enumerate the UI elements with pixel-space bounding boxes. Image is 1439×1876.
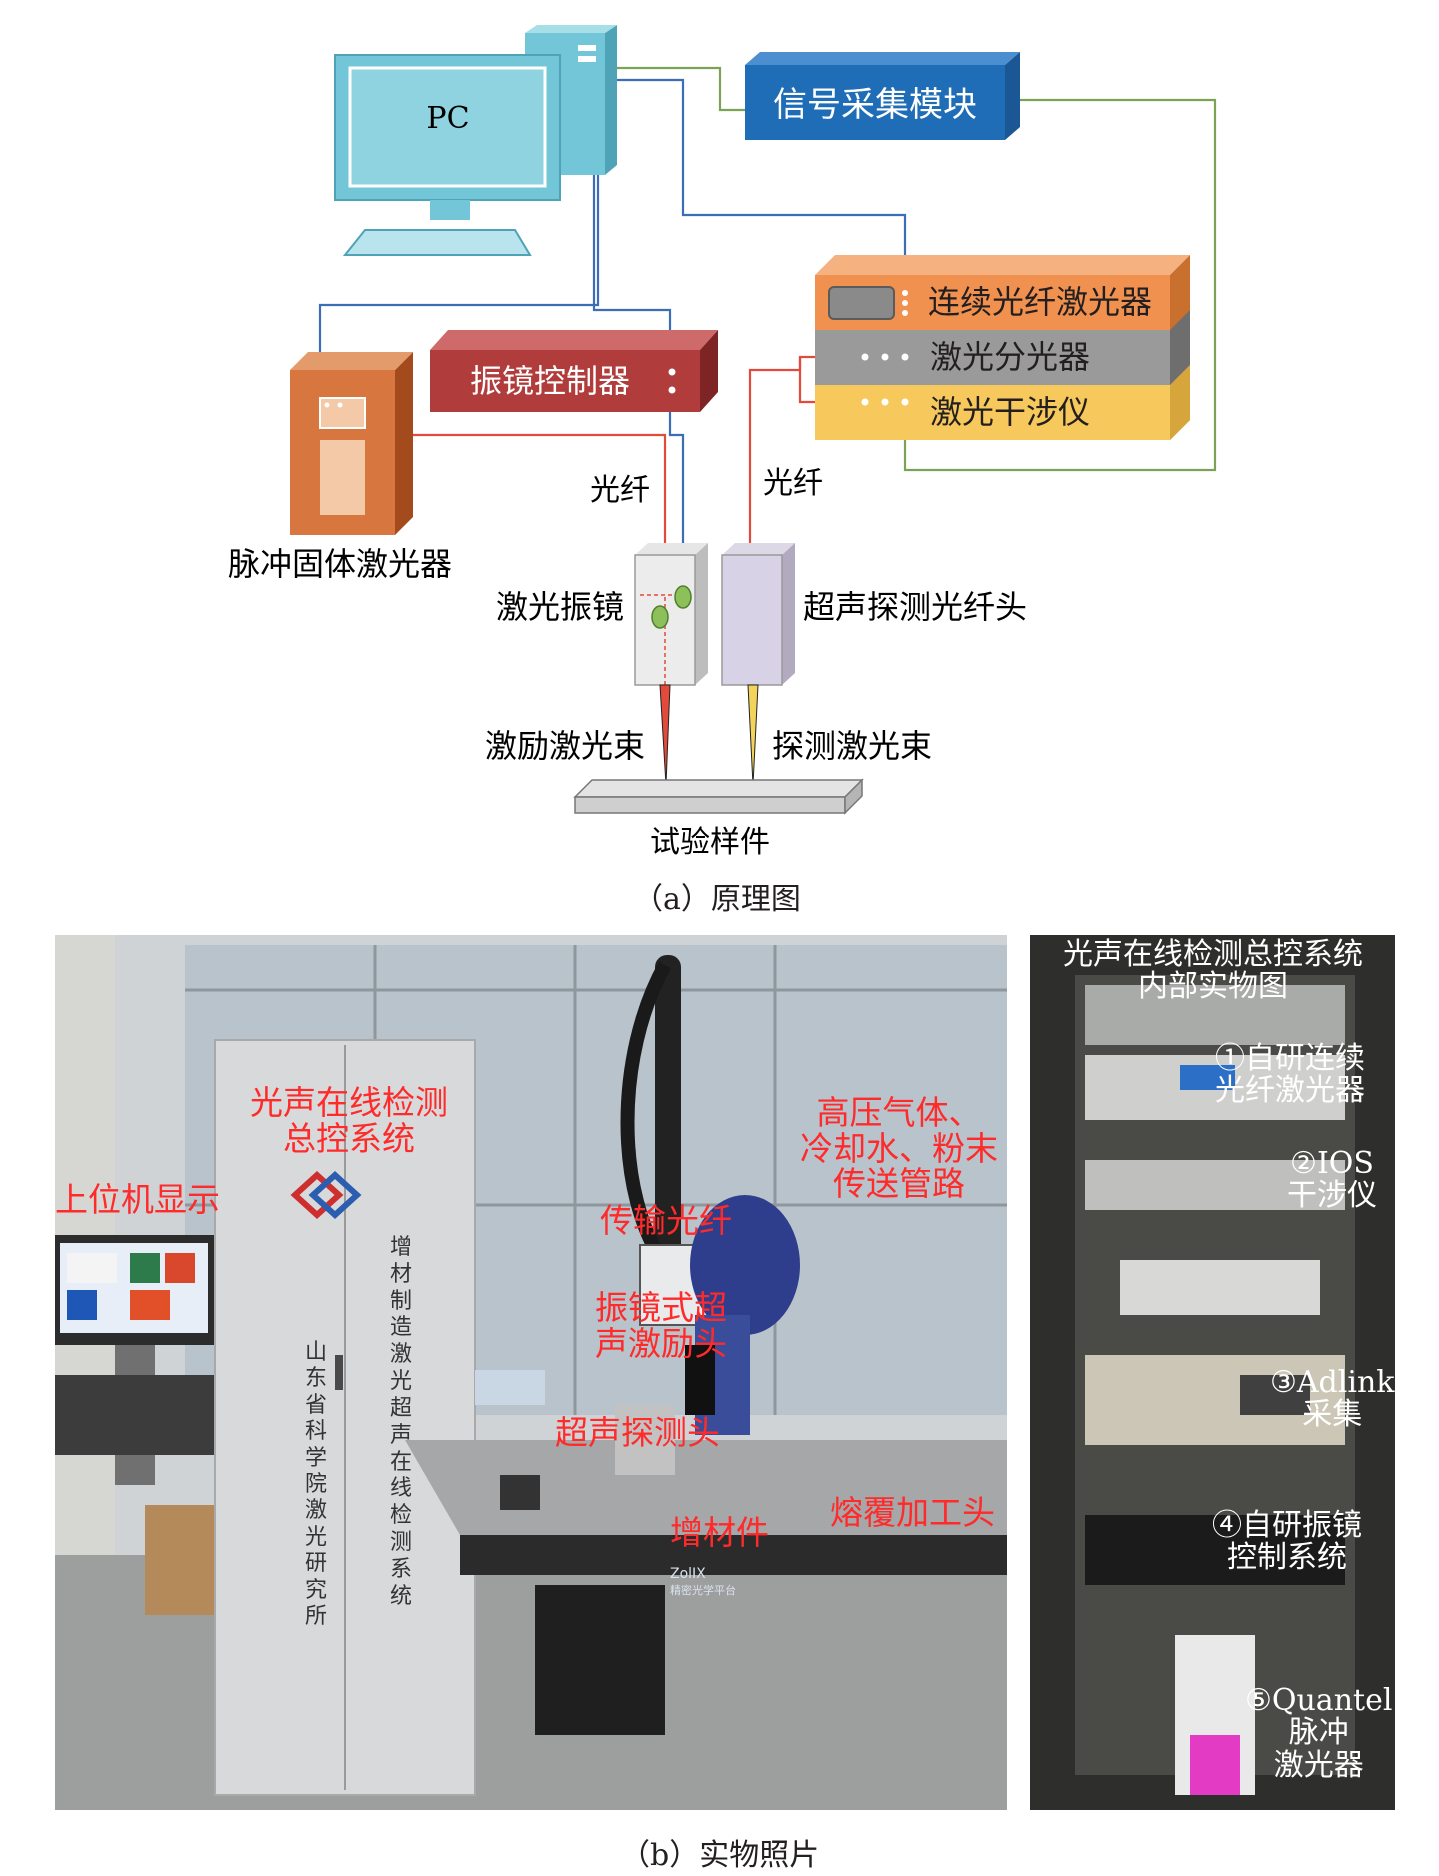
rack-item-2: ②IOS 干涉仪 <box>1287 1146 1377 1214</box>
institute-logo <box>290 1170 362 1220</box>
laser-stack <box>815 255 1190 440</box>
rack-item-3: ③Adlink 采集 <box>1270 1365 1395 1433</box>
signal-module <box>745 52 1020 140</box>
excitation-beam-label: 激励激光束 <box>485 727 645 765</box>
rack-item-4: ④自研振镜 控制系统 <box>1212 1508 1362 1576</box>
pc-label: PC <box>426 101 469 136</box>
cabinet-label: 光声在线检测 总控系统 <box>250 1083 448 1158</box>
platform-text: 精密光学平台 <box>670 1584 736 1597</box>
galvo-excitation-label: 振镜式超 声激励头 <box>595 1288 727 1363</box>
cw-laser-label: 连续光纤激光器 <box>928 283 1152 321</box>
galvo-head-label: 激光振镜 <box>496 588 624 626</box>
caption-a: （a）原理图 <box>633 882 801 917</box>
galvo-head <box>634 543 708 786</box>
pc-computer <box>334 25 617 256</box>
ut-probe-head <box>721 543 795 786</box>
pulse-laser <box>290 352 413 535</box>
signal-module-label: 信号采集模块 <box>773 85 977 125</box>
galvo-controller-label: 振镜控制器 <box>470 362 630 400</box>
wire-pc-cw <box>592 78 907 285</box>
cladding-head-label: 熔覆加工头 <box>830 1493 995 1532</box>
pulse-laser-label: 脉冲固体激光器 <box>228 545 452 583</box>
rack-photo: 光声在线检测总控系统 内部实物图 ①自研连续 光纤激光器 ②IOS 干涉仪 ③A… <box>1030 935 1395 1810</box>
specimen-label: 试验样件 <box>650 825 770 860</box>
wire-signal-interf <box>903 98 1217 472</box>
wire-controller-galvo <box>668 395 685 545</box>
cabinet-vertical-left: 山东省科学院激光研究所 <box>305 1340 328 1629</box>
splitter-label: 激光分光器 <box>930 338 1090 376</box>
pipes-label: 高压气体、 冷却水、粉末 传送管路 <box>800 1093 998 1204</box>
fiber-label-left: 光纤 <box>590 473 650 508</box>
cabinet-vertical-right: 增材制造激光超声在线检测系统 <box>390 1235 413 1609</box>
transfer-fiber-label: 传输光纤 <box>600 1201 732 1240</box>
host-display-label: 上位机显示 <box>55 1180 220 1219</box>
lab-photo: 光声在线检测 总控系统 上位机显示 山东省科学院激光研究所 增材制造激光超声在线… <box>55 935 1007 1810</box>
ut-probe-label: 超声探测光纤头 <box>803 588 1027 626</box>
rack-item-5: ⑤Quantel 脉冲 激光器 <box>1245 1683 1393 1783</box>
fiber-label-right: 光纤 <box>763 466 823 501</box>
rack-title: 光声在线检测总控系统 内部实物图 <box>1063 937 1363 1005</box>
platform-brand: ZolIX <box>670 1566 706 1582</box>
specimen-plate <box>573 778 864 815</box>
rack-item-1: ①自研连续 光纤激光器 <box>1215 1041 1365 1109</box>
caption-b: （b）实物照片 <box>620 1838 820 1873</box>
galvo-controller <box>430 330 718 412</box>
interferometer-label: 激光干涉仪 <box>930 393 1090 431</box>
schematic-diagram: PC 信号采集模块 连续光纤激光器 激光分光器 激光干涉仪 振镜控制器 <box>228 25 1217 860</box>
ut-probe-head-label: 超声探测头 <box>555 1413 720 1452</box>
wire-pc-signal <box>592 66 745 112</box>
am-part-label: 增材件 <box>670 1513 769 1552</box>
detection-beam-label: 探测激光束 <box>772 727 932 765</box>
